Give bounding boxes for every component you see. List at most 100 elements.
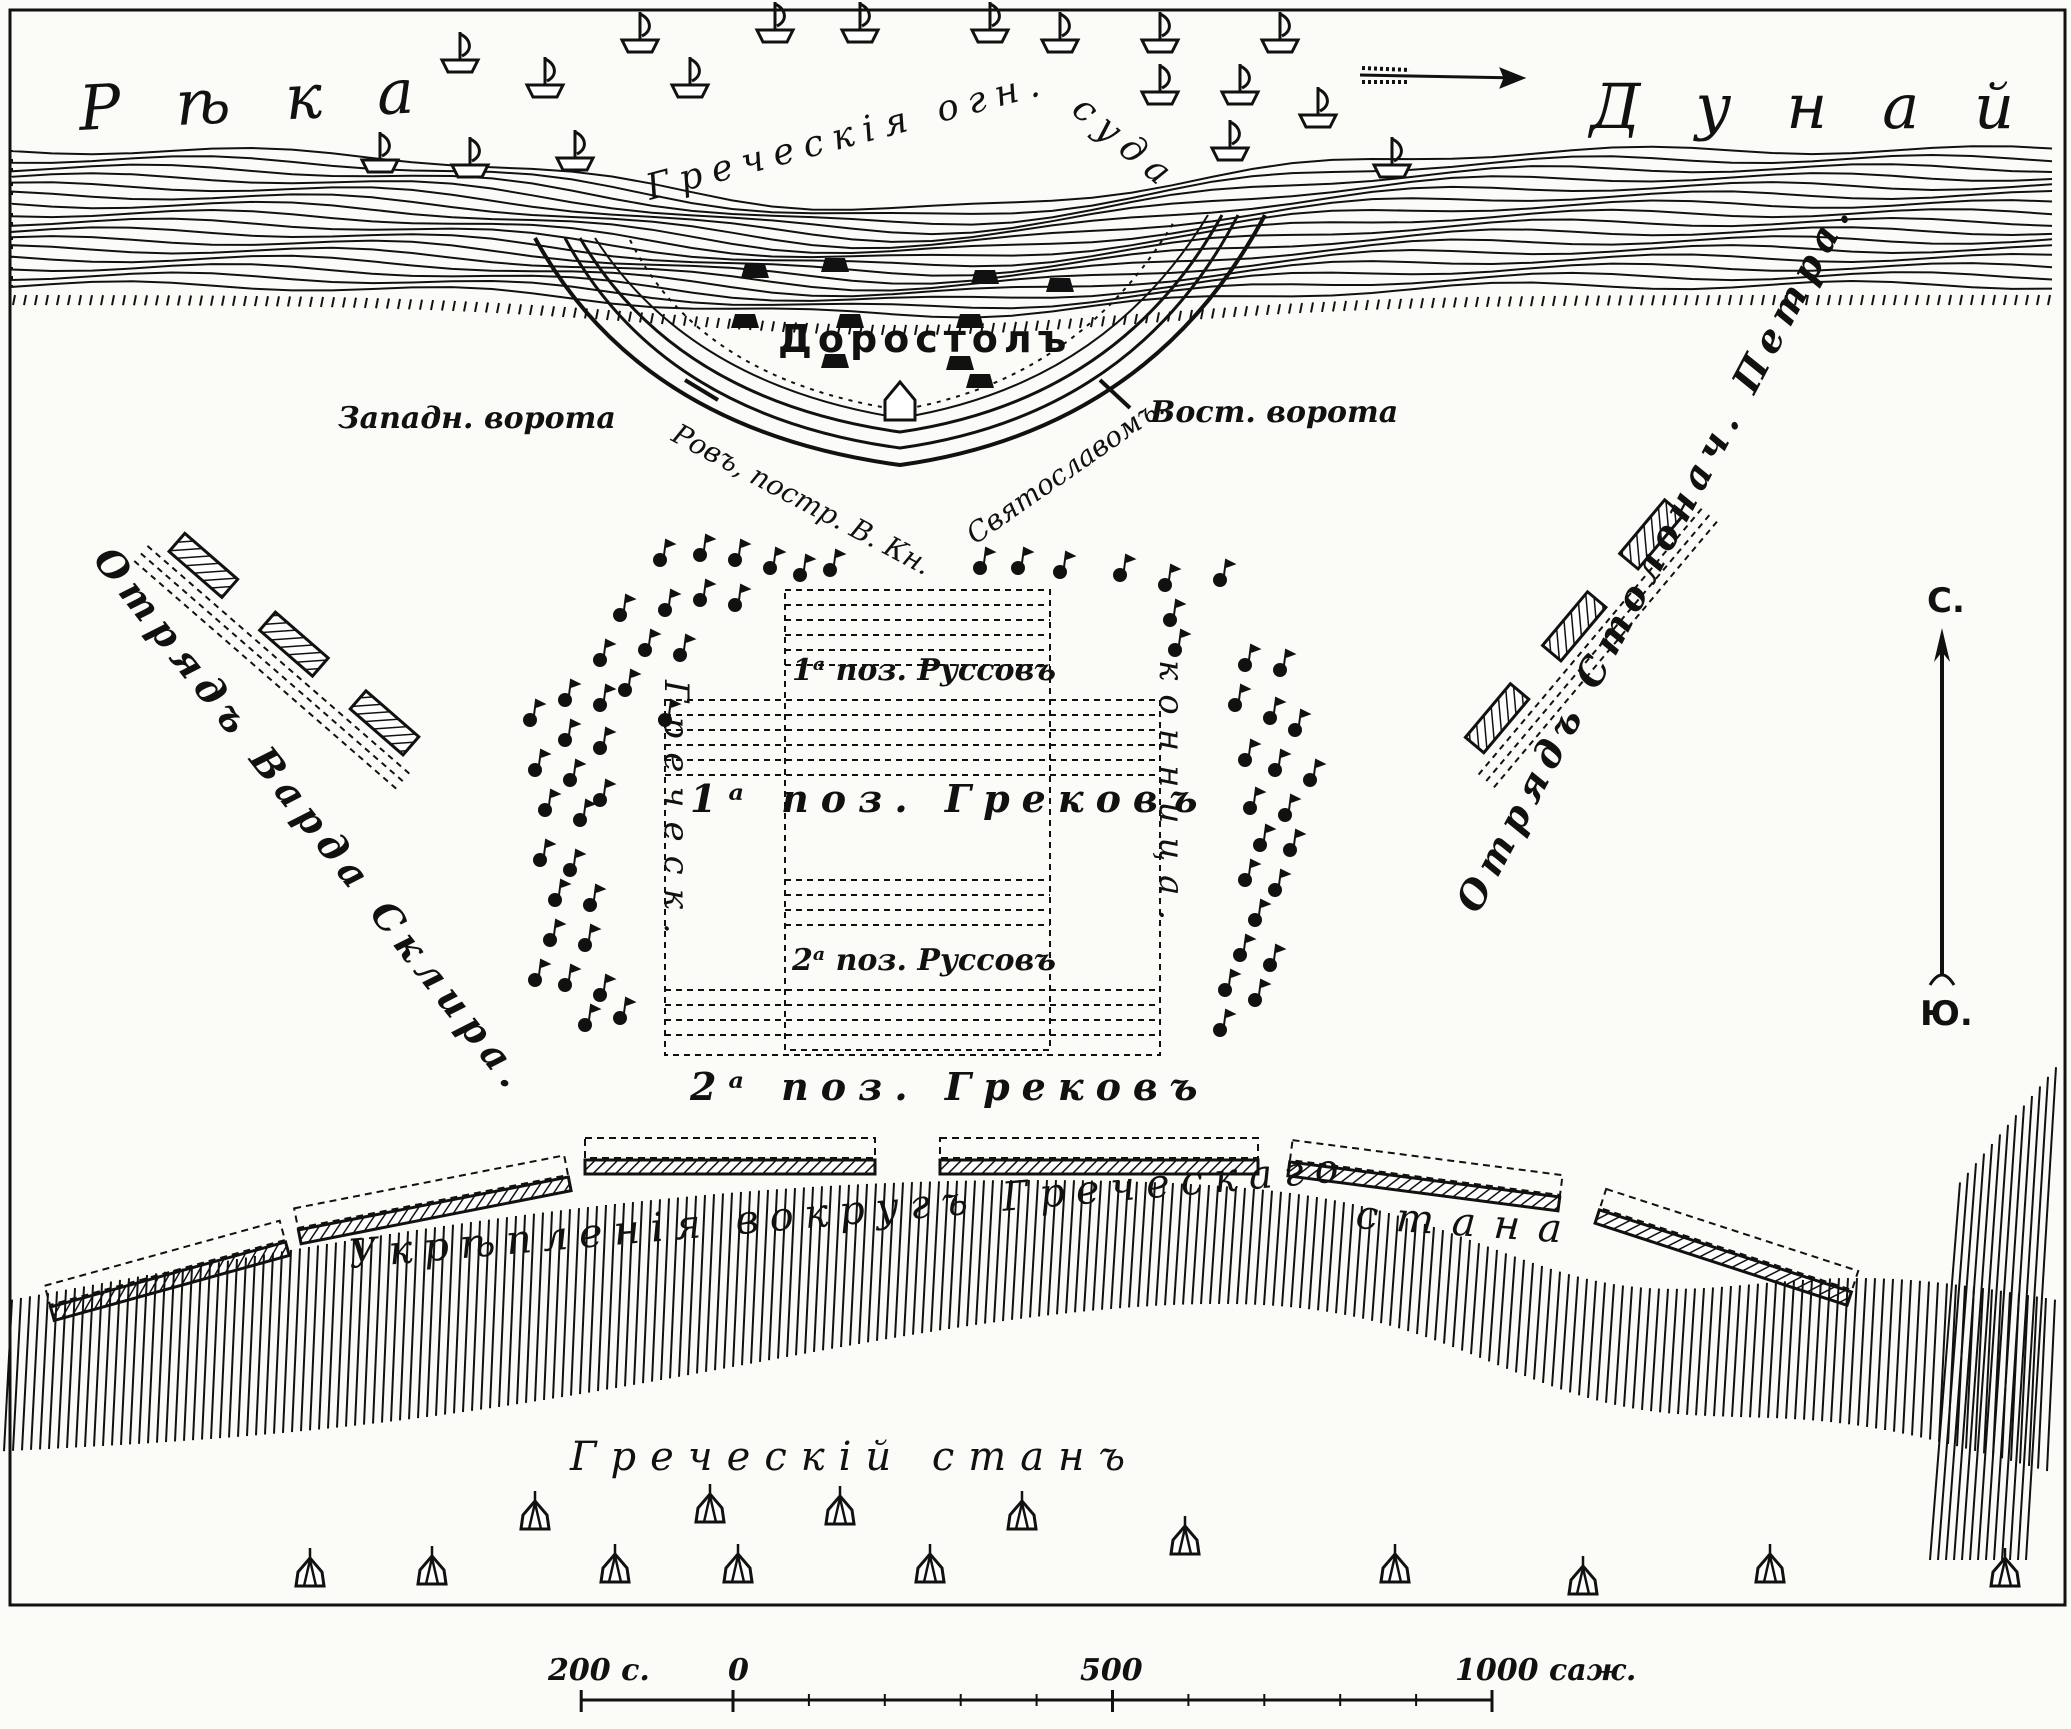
danube-river [11, 145, 2053, 336]
cavalry-flag [572, 799, 595, 828]
rus-position-1: 1ᵃ поз. Руссовъ [792, 653, 1056, 688]
west-gate [683, 378, 720, 402]
greek-position-2: 2ᵃ поз. Грековъ [689, 1064, 1210, 1109]
cavalry-flag [1262, 944, 1285, 973]
cavalry-flag [1277, 794, 1300, 823]
cavalry-flag [1272, 649, 1295, 678]
cavalry-flag [1212, 1009, 1235, 1038]
cavalry-flag [1112, 554, 1135, 583]
cavalry-flag [542, 919, 565, 948]
fortification-segment [938, 1137, 1260, 1176]
west-detachment-label: Отрядъ Варда Склира. [85, 538, 540, 1102]
fortification-segment [583, 1137, 877, 1176]
scale-label-1000: 1000 саж. [1455, 1653, 1636, 1688]
cavalry-flag [557, 964, 580, 993]
city-houses [731, 258, 1074, 422]
cavalry-flag [562, 849, 585, 878]
cavalry-flag [527, 959, 550, 988]
cavalry-flag [1247, 899, 1270, 928]
cavalry-flag [637, 629, 660, 658]
cavalry-flag [557, 679, 580, 708]
cavalry-flag [692, 579, 715, 608]
cavalry-flag [1217, 969, 1240, 998]
cavalry-flag [532, 839, 555, 868]
cavalry-flag [692, 534, 715, 563]
cavalry-flag [727, 539, 750, 568]
cavalry-flag [1227, 684, 1250, 713]
cavalry-flag [612, 997, 635, 1026]
river-flow-arrow [1359, 66, 1527, 89]
river-name-right: Дунай [1587, 70, 2069, 143]
position-boxes [664, 589, 1161, 1056]
compass: С. Ю. [1920, 581, 1973, 1034]
greek-camp-earthwork [3, 1067, 2057, 1561]
cavalry-flag [1052, 551, 1075, 580]
cavalry-flag [1287, 709, 1310, 738]
east-detachment [1463, 497, 1720, 789]
greek-fire-ships [360, 0, 1412, 179]
city-name: Доростолъ [778, 317, 1072, 361]
cavalry-flag [652, 539, 675, 568]
cavalry-flag [1252, 824, 1275, 853]
west-detachment [133, 531, 421, 792]
scale-bar: 200 с. 0 500 1000 саж. [547, 1653, 1636, 1712]
camp-tents [294, 1482, 2021, 1596]
cavalry-flag [527, 749, 550, 778]
cavalry-flag [592, 639, 615, 668]
cavalry-flag [1237, 739, 1260, 768]
east-gate [1098, 378, 1132, 410]
cavalry-flag [582, 884, 605, 913]
cavalry-flag [592, 974, 615, 1003]
cavalry-flag [1262, 697, 1285, 726]
cavalry-flag [617, 669, 640, 698]
cavalry-flag [1302, 759, 1325, 788]
cavalry-flag [537, 789, 560, 818]
fortification-segment [1593, 1187, 1860, 1308]
cavalry-label-left: Греческ. [656, 679, 696, 948]
cavalry-flag [557, 719, 580, 748]
east-detachment-label: Отрядъ Столонач. Петра. [1446, 191, 1862, 919]
cavalry-flag [1010, 547, 1033, 576]
compass-south: Ю. [1920, 994, 1973, 1034]
cavalry-flag [577, 924, 600, 953]
east-gate-label: Вост. ворота [1149, 395, 1398, 430]
cavalry-flag [612, 594, 635, 623]
cavalry-label-right: конница. [1151, 660, 1191, 934]
cavalry-flag [1267, 869, 1290, 898]
cavalry-flag [592, 779, 615, 808]
cavalry-flag [522, 699, 545, 728]
camp-label: Греческій станъ [569, 1434, 1139, 1480]
cavalry-flag [792, 554, 815, 583]
scale-label-500: 500 [1080, 1653, 1143, 1688]
cavalry-flag [577, 1004, 600, 1033]
cavalry-flag [762, 547, 785, 576]
cavalry-flag [1282, 829, 1305, 858]
cavalry-flag [592, 684, 615, 713]
west-gate-label: Западн. ворота [338, 401, 616, 436]
cavalry-flag [592, 727, 615, 756]
scale-label-0: 0 [728, 1653, 749, 1688]
rus-position-2: 2ᵃ поз. Руссовъ [791, 943, 1056, 978]
fortification-segment [292, 1154, 573, 1246]
greek-position-1: 1ᵃ поз. Грековъ [690, 776, 1210, 821]
cavalry-flag [672, 634, 695, 663]
cavalry-flag [547, 879, 570, 908]
cavalry-flag [1237, 644, 1260, 673]
fortification-segment [1286, 1139, 1564, 1213]
cavalry-flag [657, 589, 680, 618]
cavalry-flag [822, 549, 845, 578]
cavalry-flag [562, 759, 585, 788]
cavalry-flag [972, 547, 995, 576]
compass-north: С. [1927, 581, 1965, 621]
cavalry-flag [727, 584, 750, 613]
cavalry-flag [1267, 749, 1290, 778]
cavalry-flag [1162, 599, 1185, 628]
cavalry-flag [1247, 979, 1270, 1008]
scale-label-200: 200 с. [547, 1653, 650, 1688]
river-name-left: Рѣка [76, 52, 471, 145]
cavalry-flag [1167, 629, 1190, 658]
cavalry-flag [1232, 934, 1255, 963]
cavalry-flag [1212, 559, 1235, 588]
cavalry-flag [1157, 564, 1180, 593]
